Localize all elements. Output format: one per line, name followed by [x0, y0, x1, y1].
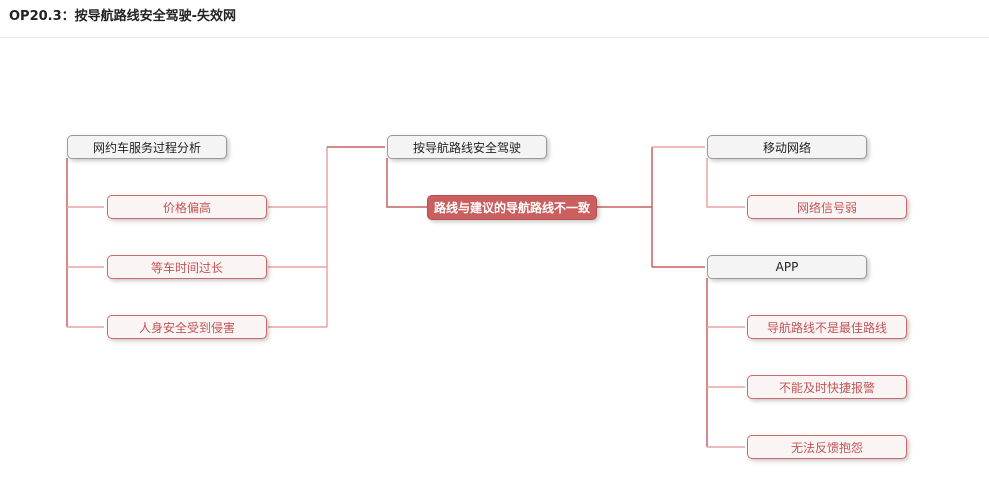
connector: [386, 158, 427, 208]
node-safety-harmed[interactable]: 人身安全受到侵害: [107, 315, 267, 339]
node-label: 价格偏高: [162, 200, 211, 215]
node-no-quick-alarm[interactable]: 不能及时快捷报警: [747, 375, 907, 399]
node-mobile-network[interactable]: 移动网络: [707, 135, 867, 159]
node-weak-signal[interactable]: 网络信号弱: [747, 195, 907, 219]
node-label: 网络信号弱: [796, 200, 857, 215]
node-label: 导航路线不是最佳路线: [766, 320, 887, 335]
node-label: 移动网络: [762, 140, 811, 155]
connector: [706, 158, 745, 208]
node-price-high[interactable]: 价格偏高: [107, 195, 267, 219]
node-drive-by-route[interactable]: 按导航路线安全驾驶: [387, 135, 547, 159]
node-not-best-route[interactable]: 导航路线不是最佳路线: [747, 315, 907, 339]
node-wait-long[interactable]: 等车时间过长: [107, 255, 267, 279]
node-label: 网约车服务过程分析: [92, 140, 201, 155]
node-no-feedback[interactable]: 无法反馈抱怨: [747, 435, 907, 459]
node-label: 不能及时快捷报警: [778, 380, 875, 395]
node-label: 按导航路线安全驾驶: [412, 140, 521, 155]
node-label: APP: [775, 260, 799, 274]
node-ride-service[interactable]: 网约车服务过程分析: [67, 135, 227, 159]
node-app[interactable]: APP: [707, 255, 867, 279]
node-label: 人身安全受到侵害: [138, 320, 235, 335]
node-label: 等车时间过长: [150, 260, 223, 275]
node-label: 无法反馈抱怨: [790, 440, 863, 455]
page-title: OP20.3：按导航路线安全驾驶-失效网: [9, 9, 237, 24]
node-label: 路线与建议的导航路线不一致: [433, 201, 590, 215]
node-route-mismatch[interactable]: 路线与建议的导航路线不一致: [427, 195, 597, 220]
header-bar: OP20.3：按导航路线安全驾驶-失效网: [0, 0, 989, 38]
